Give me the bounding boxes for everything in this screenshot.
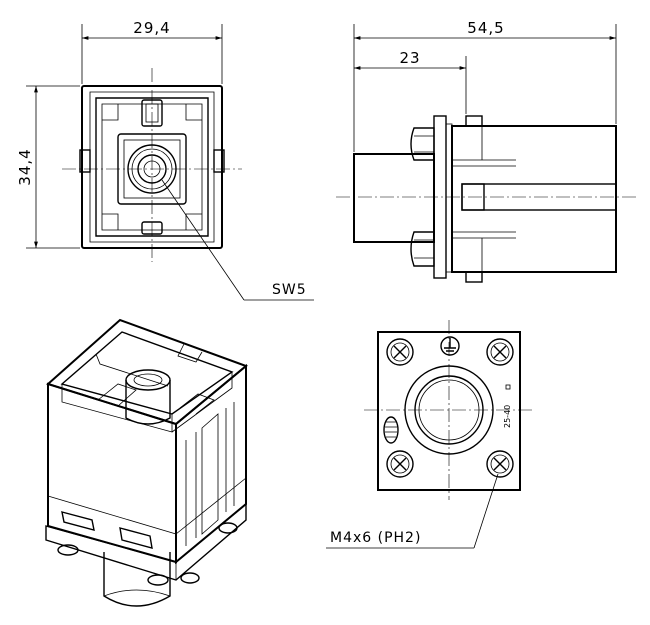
front-width-label: 29,4 (133, 19, 170, 37)
side-length-label: 54,5 (467, 19, 504, 37)
side-view (336, 115, 636, 283)
isometric-view (45, 318, 248, 607)
brand-logo-mark (383, 416, 399, 444)
side-offset-label: 23 (399, 49, 420, 67)
square-symbol-icon (505, 384, 511, 390)
front-view (62, 68, 314, 301)
wrench-size-label: SW5 (272, 282, 307, 298)
screw-bottom-right (486, 450, 514, 478)
front-height-dimension: 34,4 (16, 85, 80, 249)
screw-top-left (386, 338, 414, 366)
screw-bottom-left (386, 450, 414, 478)
wire-range-label: 25-40 (503, 405, 512, 428)
ground-symbol-icon (440, 336, 460, 356)
front-width-dimension: 29,4 (81, 19, 223, 84)
screw-top-right (486, 338, 514, 366)
side-length-dimension: 54,5 (353, 19, 617, 152)
rear-view: 25-40 (326, 320, 532, 549)
front-height-label: 34,4 (16, 148, 34, 185)
screw-spec-label: M4x6 (PH2) (330, 530, 421, 546)
side-offset-dimension: 23 (354, 49, 467, 114)
